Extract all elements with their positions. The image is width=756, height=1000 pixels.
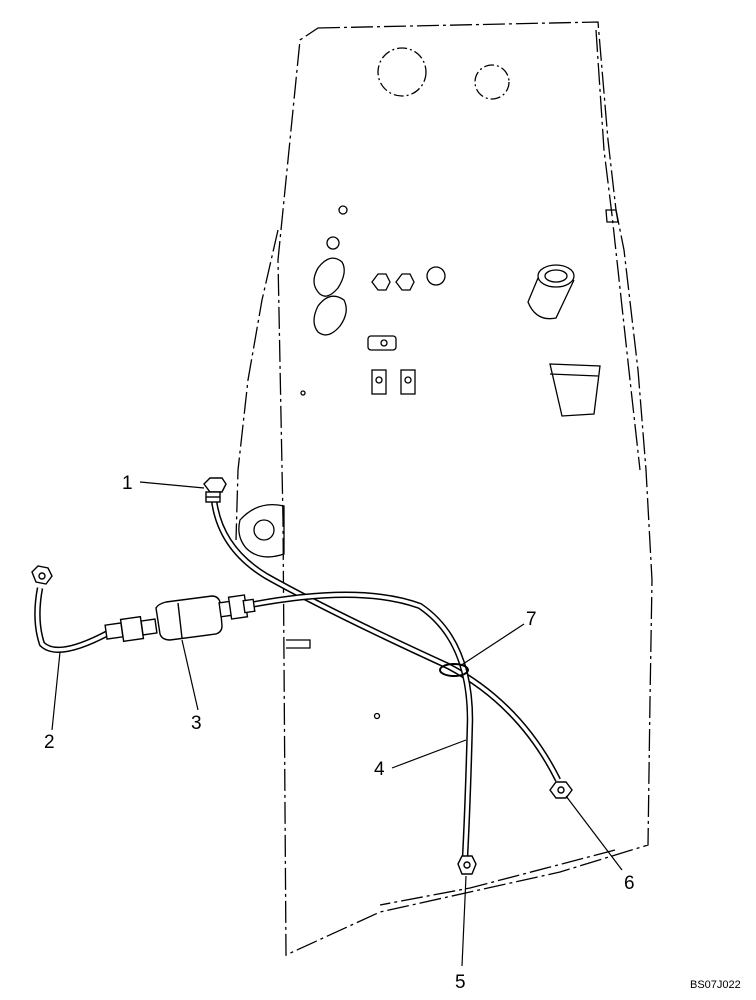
leader-5 (461, 875, 467, 967)
callout-3: 3 (191, 713, 202, 734)
leader-1 (139, 481, 205, 489)
leader-lines (51, 481, 623, 967)
callout-6: 6 (624, 873, 635, 894)
filter-left-nut-2 (119, 615, 145, 643)
panel-inner-edge-right (595, 29, 641, 471)
side-panel (235, 21, 653, 957)
leader-6 (565, 795, 623, 871)
screw-hole-1 (300, 390, 306, 396)
round-hole (426, 266, 446, 286)
hose-2-inner (35, 587, 111, 652)
fittings (31, 477, 573, 875)
callout-7: 7 (526, 609, 537, 630)
filter-left-nut-1 (104, 622, 124, 640)
lower-cutout-hole (253, 519, 275, 541)
leader-7 (459, 623, 525, 667)
fuel-filter (104, 594, 256, 643)
callout-4: 4 (374, 759, 385, 780)
hole-a (326, 236, 340, 250)
hose-4-inner (249, 593, 472, 859)
callout-5: 5 (455, 972, 466, 993)
fitting-5 (457, 855, 477, 875)
leader-4 (391, 739, 467, 769)
hose-1-to-6-inner (212, 499, 560, 781)
panel-inner-edge-left (235, 229, 279, 541)
slot-hole-2 (313, 295, 347, 336)
reference-code: BS07J022 (690, 979, 741, 991)
panel-bottom-edge (379, 849, 616, 906)
callout-1: 1 (122, 473, 133, 494)
hose-1-to-6-outer (210, 499, 561, 782)
fitting-6 (549, 781, 573, 799)
large-hole-1 (377, 47, 427, 97)
hoses (34, 499, 561, 859)
screw-hole-2 (373, 712, 381, 720)
filter-body (155, 595, 223, 641)
filler-neck-top-inner (544, 269, 568, 283)
panel-tab (605, 209, 619, 223)
hose-2-outer (34, 587, 112, 654)
fitting-2 (31, 565, 53, 585)
filter-body-band (177, 602, 183, 639)
panel-features (238, 47, 601, 720)
hose-4-outer (249, 591, 474, 859)
cup-holder-rim (549, 373, 599, 377)
filler-neck-top (537, 264, 575, 288)
filler-neck-body (527, 277, 575, 320)
callout-labels: 1 2 3 4 5 6 7 (44, 473, 635, 993)
filter-left-stem (140, 618, 158, 636)
switch-3-knob (404, 376, 412, 384)
hex-hole-1 (371, 273, 391, 291)
switch-3 (400, 369, 416, 395)
filter-right-nut-2 (242, 598, 256, 614)
fitting-1 (203, 477, 227, 503)
switch-1 (367, 335, 397, 351)
lower-cutout (238, 503, 285, 558)
hex-hole-2 (395, 273, 415, 291)
slot-hole-1 (313, 257, 345, 297)
callout-2: 2 (44, 732, 55, 753)
leader-2 (51, 651, 61, 731)
leader-3 (181, 639, 199, 711)
hose-clamp-7 (439, 663, 469, 677)
switch-2-knob (375, 376, 383, 384)
large-hole-2 (474, 64, 510, 100)
switch-2 (371, 369, 387, 395)
switch-1-knob (380, 339, 388, 347)
small-hole (338, 205, 348, 215)
cup-holder (549, 363, 601, 417)
panel-slot (286, 639, 311, 649)
